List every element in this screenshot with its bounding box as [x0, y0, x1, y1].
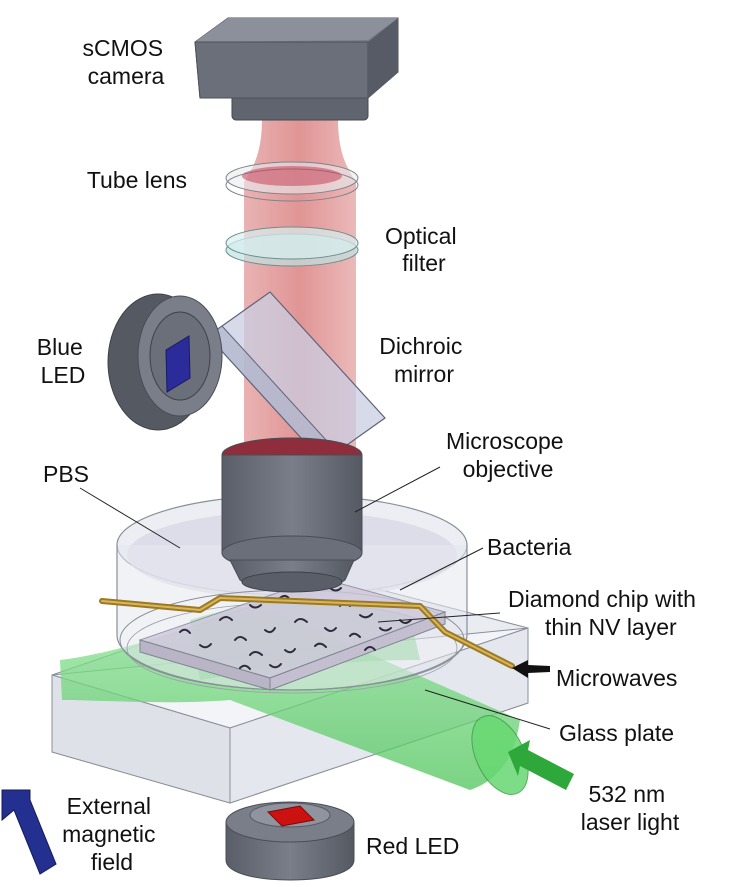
label-red-led: Red LED: [366, 833, 459, 859]
blue-led: [107, 293, 223, 431]
label-tube-lens: Tube lens: [87, 167, 187, 193]
label-blue-led: Blue LED: [37, 334, 89, 388]
microscope-objective: [221, 437, 363, 593]
labels: sCMOS camera Tube lens Optical filter Bl…: [37, 35, 702, 875]
laser-arrow: [508, 740, 574, 790]
label-pbs: PBS: [43, 461, 89, 487]
magnetic-field-arrow: [1, 789, 57, 875]
tube-lens: [225, 161, 359, 202]
label-dichroic: Dichroic mirror: [379, 333, 468, 387]
microwave-arrow: [512, 660, 550, 678]
label-glass-plate: Glass plate: [559, 720, 674, 746]
label-diamond: Diamond chip with thin NV layer: [508, 586, 702, 640]
optical-filter: [225, 226, 359, 267]
red-led: [225, 801, 355, 881]
leader-lines: [79, 466, 551, 730]
label-objective: Microscope objective: [446, 428, 570, 482]
label-bacteria: Bacteria: [487, 534, 572, 560]
label-optical-filter: Optical filter: [385, 223, 463, 276]
label-camera: sCMOS camera: [83, 35, 170, 89]
label-microwaves: Microwaves: [556, 665, 677, 691]
scmos-camera: [194, 17, 399, 121]
label-magnetic-field: External magnetic field: [62, 793, 162, 875]
label-laser: 532 nm laser light: [581, 781, 680, 835]
